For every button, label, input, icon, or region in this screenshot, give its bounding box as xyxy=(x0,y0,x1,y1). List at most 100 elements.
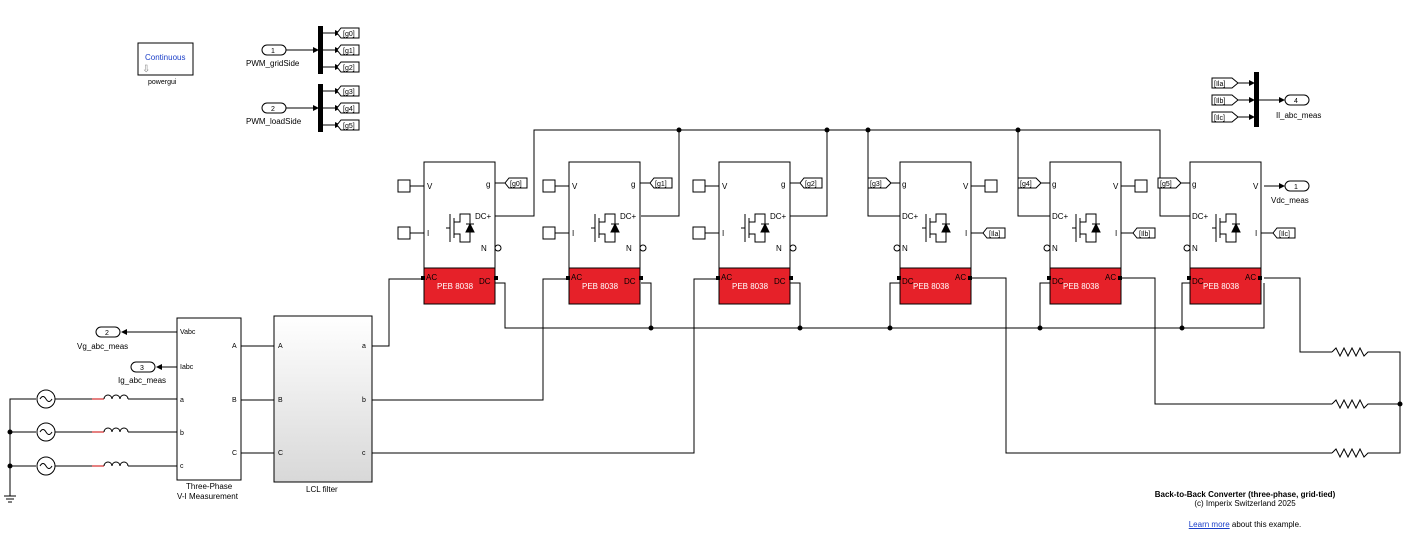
load-resistor-a[interactable] xyxy=(1331,346,1378,358)
goto-g2[interactable] xyxy=(336,61,360,73)
svg-text:b: b xyxy=(362,397,366,404)
inductor-b[interactable] xyxy=(92,427,177,433)
lcl-label: LCL filter xyxy=(306,485,338,494)
learn-more-link[interactable]: Learn more xyxy=(1188,520,1230,529)
from-ilb[interactable] xyxy=(1211,94,1239,106)
terminator-v[interactable] xyxy=(984,179,998,193)
vi-title-2: V-I Measurement xyxy=(177,492,239,501)
peb-port-v: V xyxy=(1253,182,1259,191)
peb-name: PEB 8038 xyxy=(437,282,474,291)
pwm-grid-label: PWM_gridSide xyxy=(246,59,300,68)
svg-text:b: b xyxy=(180,430,184,437)
from-gate-tag[interactable] xyxy=(1017,177,1042,189)
ac-source-b[interactable] xyxy=(36,422,92,442)
vdc-outport[interactable]: 1 Vdc_meas xyxy=(1264,180,1310,205)
svg-text:Vabc: Vabc xyxy=(180,329,196,336)
terminator-v[interactable] xyxy=(397,179,411,193)
goto-meas-tag[interactable] xyxy=(1132,227,1156,239)
peb-port-n: N xyxy=(626,244,632,253)
peb-port-dc: DC xyxy=(1052,277,1064,286)
demux-load[interactable] xyxy=(318,84,323,132)
peb-name: PEB 8038 xyxy=(913,282,950,291)
goto-g3[interactable] xyxy=(336,85,360,97)
gate-tag-label: [g2] xyxy=(805,181,817,188)
goto-meas-tag[interactable] xyxy=(1272,227,1296,239)
svg-text:B: B xyxy=(232,397,237,404)
peb-port-i: I xyxy=(1115,229,1117,238)
goto-g4[interactable] xyxy=(336,102,360,114)
vg-outport[interactable]: 2 Vg_abc_meas xyxy=(77,326,177,351)
pwm-grid-inport[interactable]: 1 PWM_gridSide xyxy=(246,44,319,68)
peb-port-n: N xyxy=(1192,244,1198,253)
peb-port-n: N xyxy=(902,244,908,253)
peb-port-dcplus: DC+ xyxy=(1052,212,1069,221)
peb-port-v: V xyxy=(1113,182,1119,191)
powergui-block[interactable]: Continuous ⇩ powergui xyxy=(137,42,194,86)
peb-red-band xyxy=(1189,267,1262,305)
peb-port-i: I xyxy=(1255,229,1257,238)
pwm-load-inport[interactable]: 2 PWM_loadSide xyxy=(246,102,319,126)
grid-sources xyxy=(4,398,36,503)
ac-source-c[interactable] xyxy=(36,456,92,476)
demux-grid[interactable] xyxy=(318,26,323,74)
peb-port-ac: AC xyxy=(426,273,437,282)
svg-text:C: C xyxy=(278,450,283,457)
peb-port-i: I xyxy=(722,229,724,238)
terminator-v[interactable] xyxy=(542,179,556,193)
from-gate-tag[interactable] xyxy=(1157,177,1182,189)
terminator-i[interactable] xyxy=(692,226,706,240)
il-outport[interactable] xyxy=(1284,94,1310,106)
lcl-filter-block[interactable]: A B C a b c LCL filter xyxy=(273,315,373,494)
terminator-i[interactable] xyxy=(397,226,411,240)
from-ila[interactable] xyxy=(1211,77,1239,89)
svg-text:[Ilb]: [Ilb] xyxy=(1214,98,1225,105)
svg-text:Iabc: Iabc xyxy=(180,364,194,371)
svg-text:[Ilc]: [Ilc] xyxy=(1214,115,1225,122)
goto-g1[interactable] xyxy=(336,44,360,56)
peb-port-dcplus: DC+ xyxy=(620,212,637,221)
peb-port-g: g xyxy=(781,180,785,189)
peb-port-g: g xyxy=(1192,180,1196,189)
terminator-i[interactable] xyxy=(542,226,556,240)
from-gate-tag[interactable] xyxy=(504,177,528,189)
vdc-label: Vdc_meas xyxy=(1271,196,1309,205)
from-gate-tag[interactable] xyxy=(799,177,823,189)
inductor-c[interactable] xyxy=(92,461,177,467)
goto-meas-tag[interactable] xyxy=(982,227,1006,239)
gate-tag-label: [g0] xyxy=(510,181,522,188)
load-resistor-c[interactable] xyxy=(1331,447,1378,459)
from-gate-tag[interactable] xyxy=(867,177,892,189)
goto-g0[interactable] xyxy=(336,27,360,39)
svg-text:a: a xyxy=(180,397,184,404)
peb-port-g: g xyxy=(486,180,490,189)
terminator-v[interactable] xyxy=(692,179,706,193)
gate-tag-label: [g4] xyxy=(1020,181,1032,188)
mux-il[interactable] xyxy=(1254,72,1259,127)
goto-g5[interactable] xyxy=(336,119,360,131)
peb-red-band xyxy=(423,267,496,305)
load-resistor-b[interactable] xyxy=(1331,398,1378,410)
terminator-v[interactable] xyxy=(1134,179,1148,193)
peb-port-ac: AC xyxy=(721,273,732,282)
ac-source-a[interactable] xyxy=(36,389,92,409)
from-ilc[interactable] xyxy=(1211,111,1239,123)
svg-text:[g1]: [g1] xyxy=(343,48,355,55)
from-gate-tag[interactable] xyxy=(649,177,673,189)
svg-text:4: 4 xyxy=(1294,98,1298,105)
vi-title-1: Three-Phase xyxy=(186,482,233,491)
il-mux-group: [Ila] [Ilb] [Ilc] 4 Il_abc_meas xyxy=(1211,72,1321,127)
vi-measurement-block[interactable]: Vabc Iabc a b c A B C Three-Phase V-I Me… xyxy=(176,317,242,501)
ig-outport[interactable]: 3 Ig_abc_meas xyxy=(118,361,177,385)
peb-port-dc: DC xyxy=(774,277,786,286)
svg-text:1: 1 xyxy=(271,48,275,55)
demux-load-outs: [g3] [g4] [g5] xyxy=(323,85,360,131)
inductor-a[interactable] xyxy=(92,394,177,400)
